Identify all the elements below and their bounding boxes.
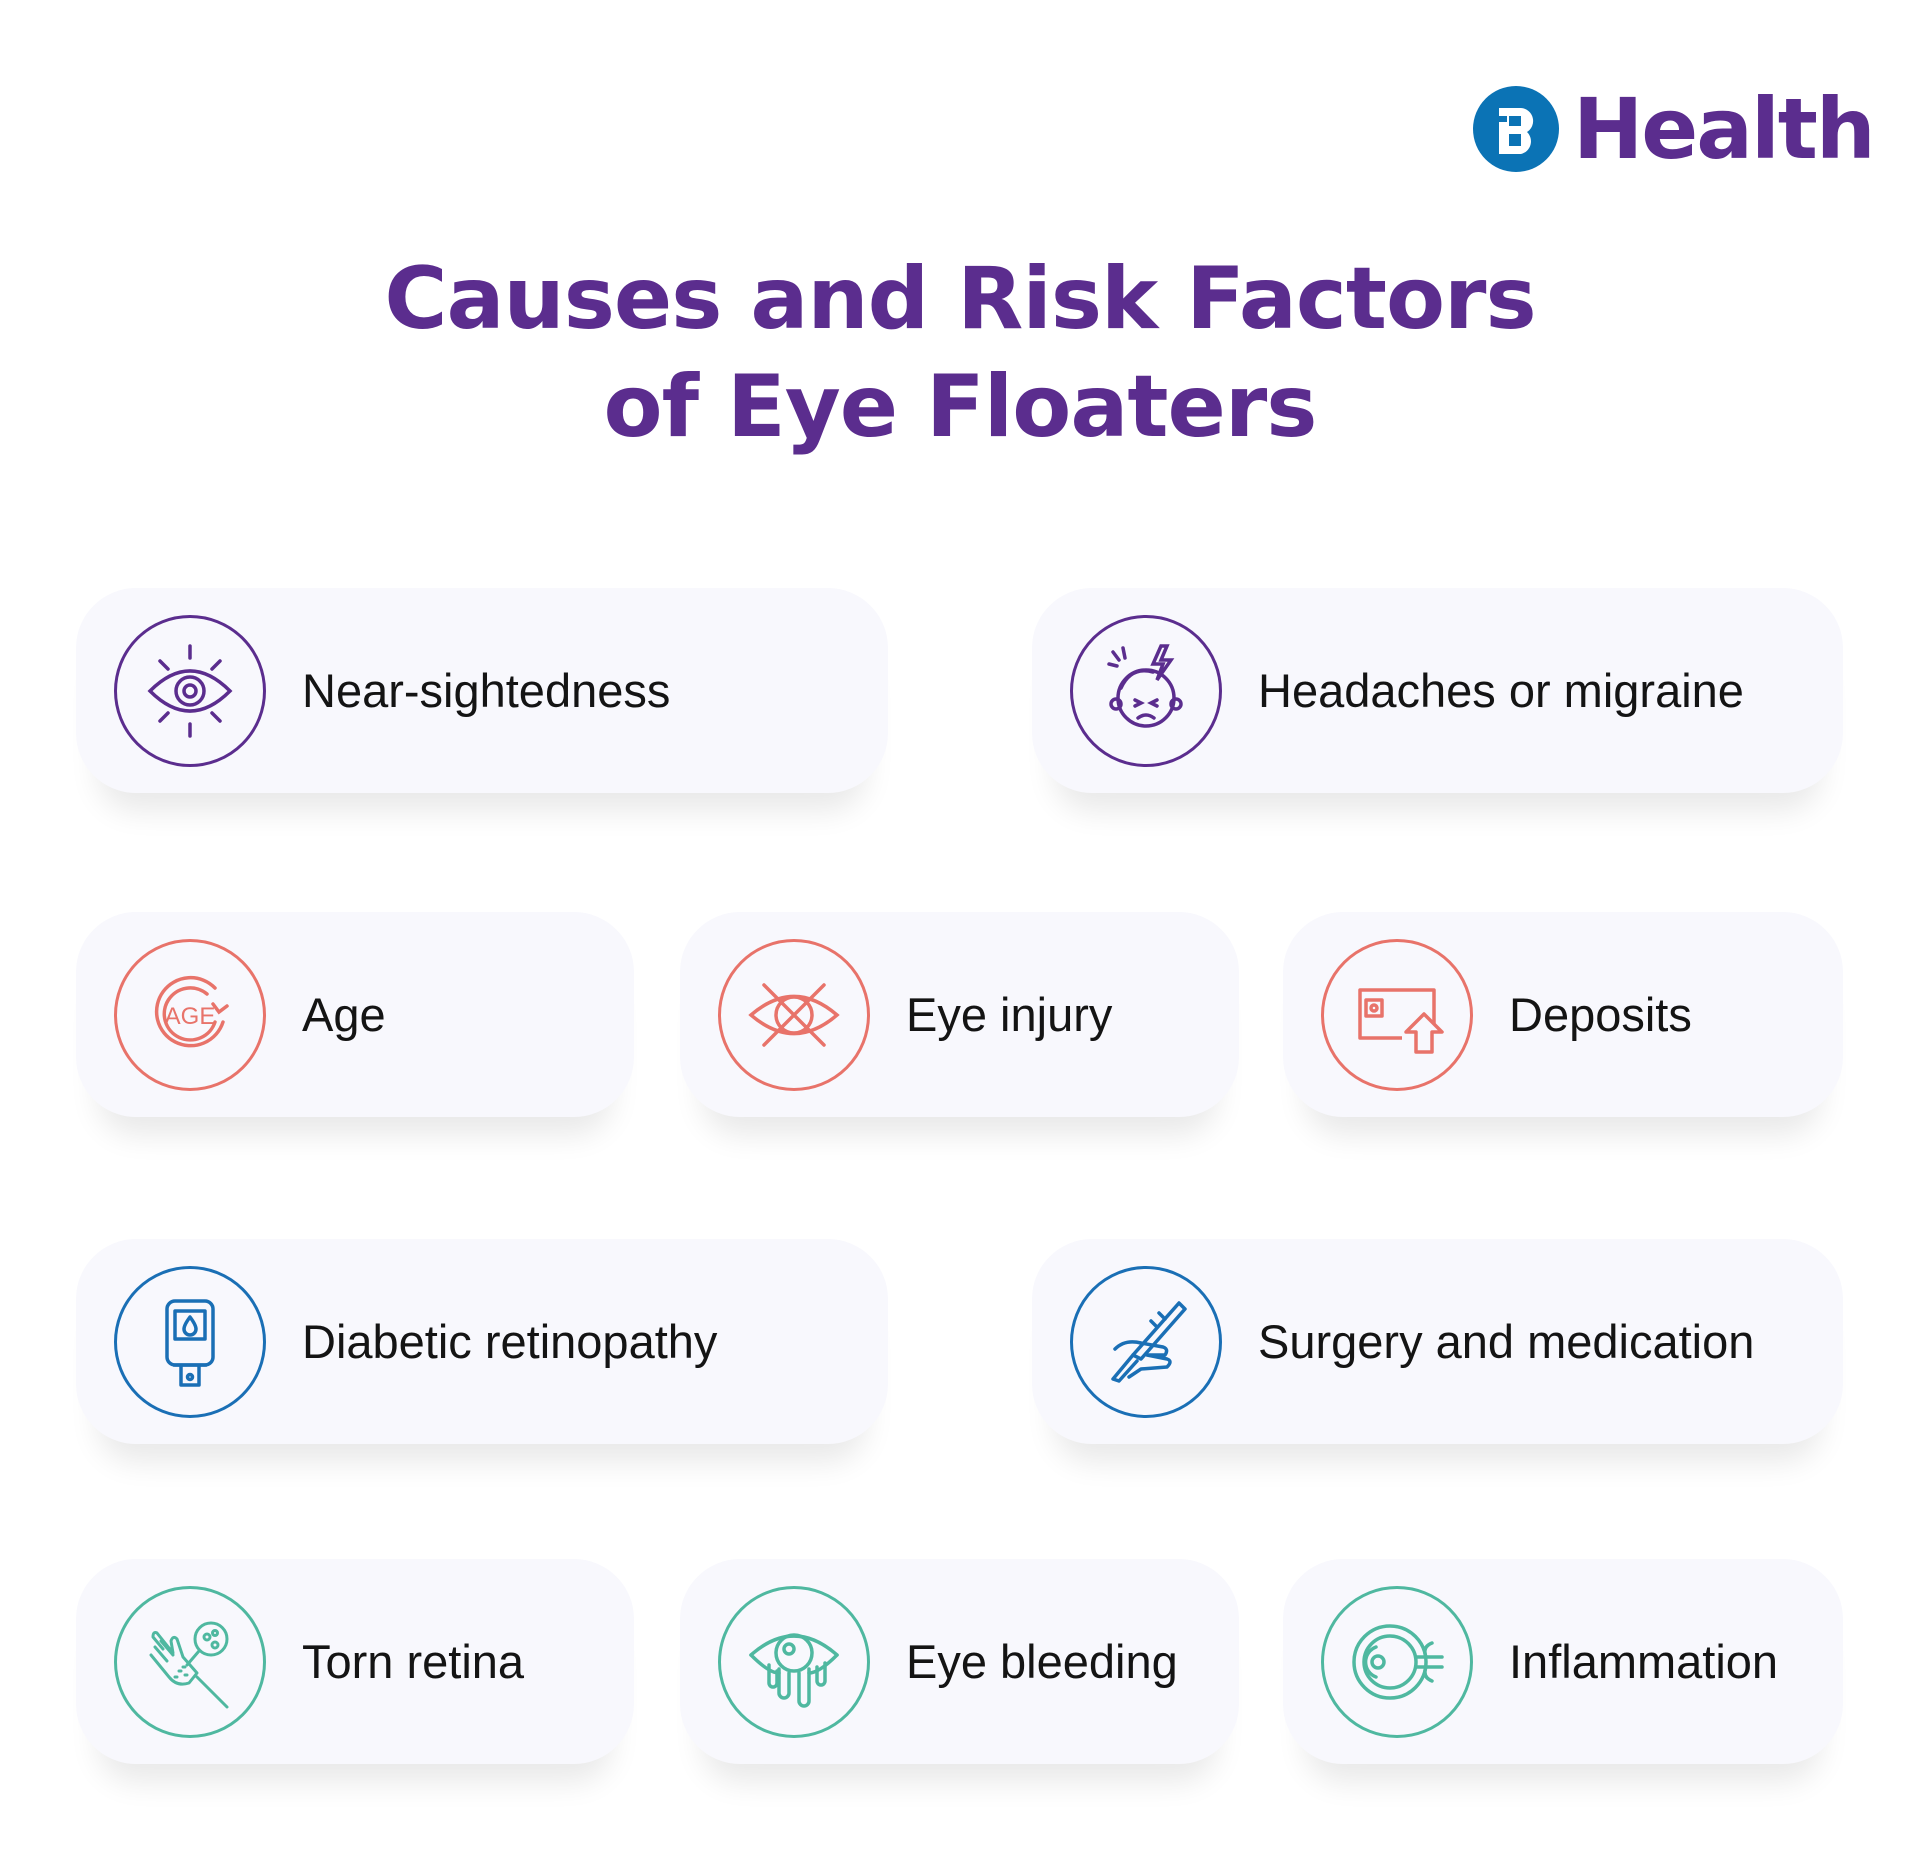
brand-logo: Health <box>1473 80 1876 178</box>
page-title: Causes and Risk Factors of Eye Floaters <box>0 245 1920 461</box>
cause-card-diabetic-retinopathy: Diabetic retinopathy <box>76 1239 888 1444</box>
title-line-2: of Eye Floaters <box>603 357 1318 457</box>
cause-card-deposits: Deposits <box>1283 912 1843 1117</box>
logo-mark-icon <box>1473 86 1559 172</box>
headache-icon <box>1070 614 1222 767</box>
crossed-eye-icon <box>718 938 870 1091</box>
cause-label: Torn retina <box>302 1635 525 1688</box>
title-line-1: Causes and Risk Factors <box>384 249 1536 349</box>
bleeding-eye-icon <box>718 1585 870 1738</box>
cause-label: Age <box>302 988 386 1041</box>
deposit-icon <box>1321 938 1473 1091</box>
cause-card-near-sightedness: Near-sightedness <box>76 588 888 793</box>
cause-card-inflammation: Inflammation <box>1283 1559 1843 1764</box>
logo-text: Health <box>1573 80 1876 178</box>
eyeball-icon <box>1321 1585 1473 1738</box>
age-icon: AGE <box>114 938 266 1091</box>
hand-magnifier-icon <box>114 1585 266 1738</box>
cause-label: Eye injury <box>906 988 1113 1041</box>
cause-label: Headaches or migraine <box>1258 664 1744 717</box>
cause-card-eye-injury: Eye injury <box>680 912 1239 1117</box>
cause-card-surgery-medication: Surgery and medication <box>1032 1239 1843 1444</box>
cause-label: Eye bleeding <box>906 1635 1178 1688</box>
scalpel-hand-icon <box>1070 1265 1222 1418</box>
glucose-meter-icon <box>114 1265 266 1418</box>
cause-label: Near-sightedness <box>302 664 671 717</box>
cause-card-headaches: Headaches or migraine <box>1032 588 1843 793</box>
cause-label: Surgery and medication <box>1258 1315 1755 1368</box>
svg-text:AGE: AGE <box>165 1003 216 1030</box>
cause-label: Inflammation <box>1509 1635 1779 1688</box>
cause-label: Deposits <box>1509 988 1692 1041</box>
cause-card-eye-bleeding: Eye bleeding <box>680 1559 1239 1764</box>
cause-label: Diabetic retinopathy <box>302 1315 718 1368</box>
cause-card-torn-retina: Torn retina <box>76 1559 634 1764</box>
cause-card-age: AGE Age <box>76 912 634 1117</box>
eye-icon <box>114 614 266 767</box>
